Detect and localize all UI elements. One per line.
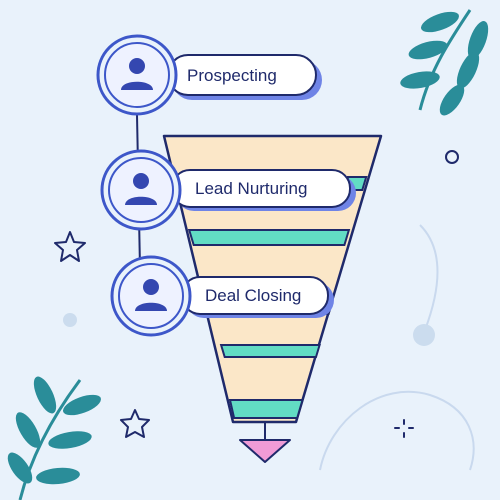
star-outline-icon xyxy=(54,231,86,262)
stage-label: Prospecting xyxy=(187,66,277,85)
leaf-branch-icon xyxy=(7,376,101,500)
leaf-branch-icon xyxy=(400,9,489,116)
avatar-circle xyxy=(104,42,170,108)
user-icon xyxy=(121,58,153,90)
stage-deal-closing: Deal Closing xyxy=(110,255,334,337)
stage-label: Lead Nurturing xyxy=(195,179,307,198)
avatar-circle xyxy=(118,263,184,329)
user-icon xyxy=(125,173,157,205)
decorative-swirl xyxy=(319,390,475,471)
avatar-circle xyxy=(108,157,174,223)
funnel-stripe xyxy=(187,229,351,246)
decorative-dot xyxy=(63,313,77,327)
stage-label: Deal Closing xyxy=(205,286,301,305)
stage-lead-nurturing: Lead Nurturing xyxy=(100,149,356,231)
funnel-stripe xyxy=(228,399,304,419)
sparkle-icon xyxy=(394,419,414,438)
ring-dot-icon xyxy=(445,150,459,164)
user-icon xyxy=(135,279,167,311)
decorative-swirl xyxy=(419,224,439,331)
star-outline-icon xyxy=(120,409,150,438)
stage-prospecting: Prospecting xyxy=(96,34,322,116)
decorative-dot xyxy=(413,324,435,346)
funnel-stripe xyxy=(219,344,321,358)
